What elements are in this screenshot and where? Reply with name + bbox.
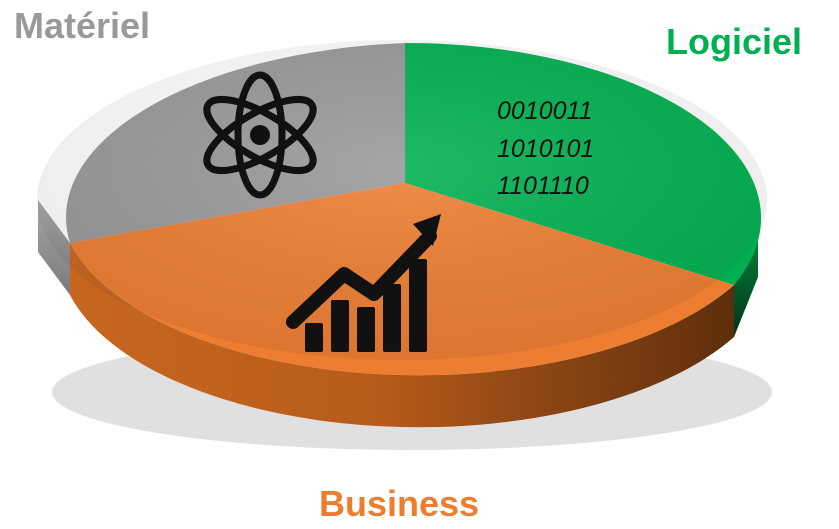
binary-line-1: 0010011 xyxy=(497,97,592,125)
binary-line-2: 1010101 xyxy=(497,135,594,163)
materiel-slice-side xyxy=(38,200,70,295)
business-label: Business xyxy=(319,483,480,524)
binary-line-3: 1101110 xyxy=(497,172,589,200)
business-slice-side xyxy=(70,243,734,428)
growth-chart-icon xyxy=(286,214,441,352)
materiel-label: Matériel xyxy=(14,5,151,46)
